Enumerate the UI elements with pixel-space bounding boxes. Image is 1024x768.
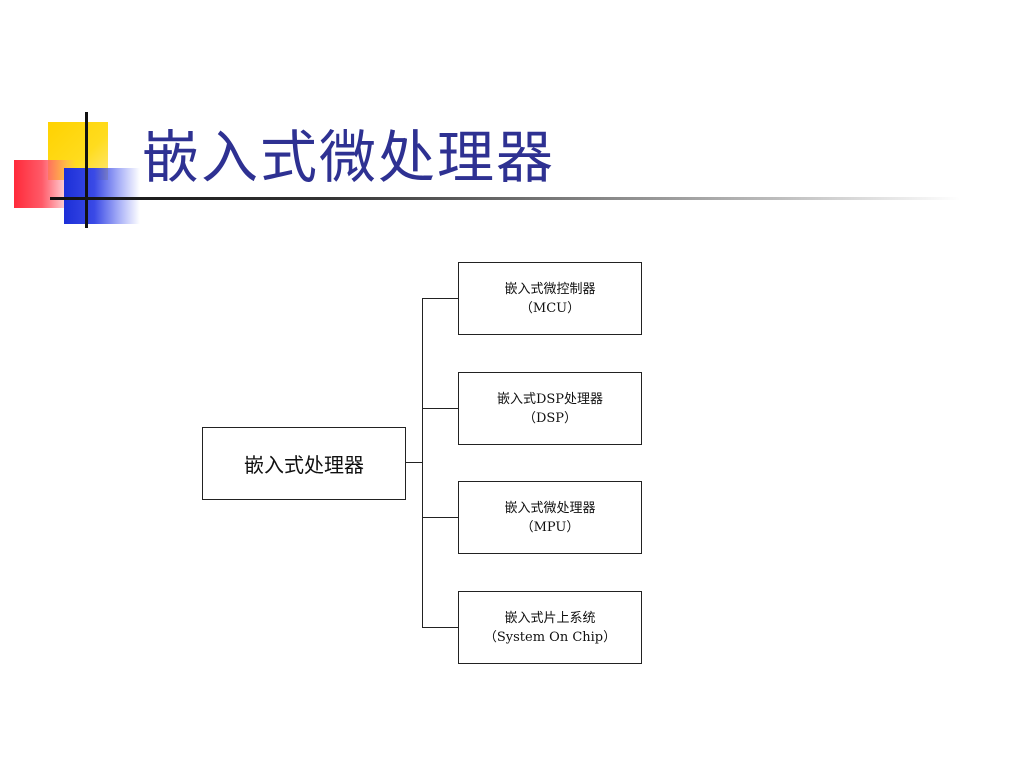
connector-trunk [422,298,423,628]
root-node-label: 嵌入式处理器 [244,453,364,477]
child-node-label: 嵌入式DSP处理器 [496,391,604,407]
child-node-mpu: 嵌入式微处理器 （MPU） [458,481,642,554]
child-node-sublabel: （DSP） [522,410,578,426]
child-node-sublabel: （MPU） [520,519,580,535]
connector-branch-1 [422,298,459,299]
logo-blue-square [64,168,140,224]
child-node-sublabel: （System On Chip） [483,629,617,645]
child-node-dsp: 嵌入式DSP处理器 （DSP） [458,372,642,445]
connector-branch-2 [422,408,459,409]
connector-branch-4 [422,627,459,628]
title-underline [50,197,960,200]
logo-vertical-line [85,112,88,228]
child-node-soc: 嵌入式片上系统 （System On Chip） [458,591,642,664]
child-node-label: 嵌入式微控制器 [504,281,596,297]
connector-root-stub [406,462,423,463]
connector-branch-3 [422,517,459,518]
slide-title: 嵌入式微处理器 [142,125,555,191]
child-node-mcu: 嵌入式微控制器 （MCU） [458,262,642,335]
child-node-label: 嵌入式微处理器 [504,500,596,516]
child-node-label: 嵌入式片上系统 [504,610,596,626]
child-node-sublabel: （MCU） [519,300,581,316]
root-node-embedded-processor: 嵌入式处理器 [202,427,406,500]
